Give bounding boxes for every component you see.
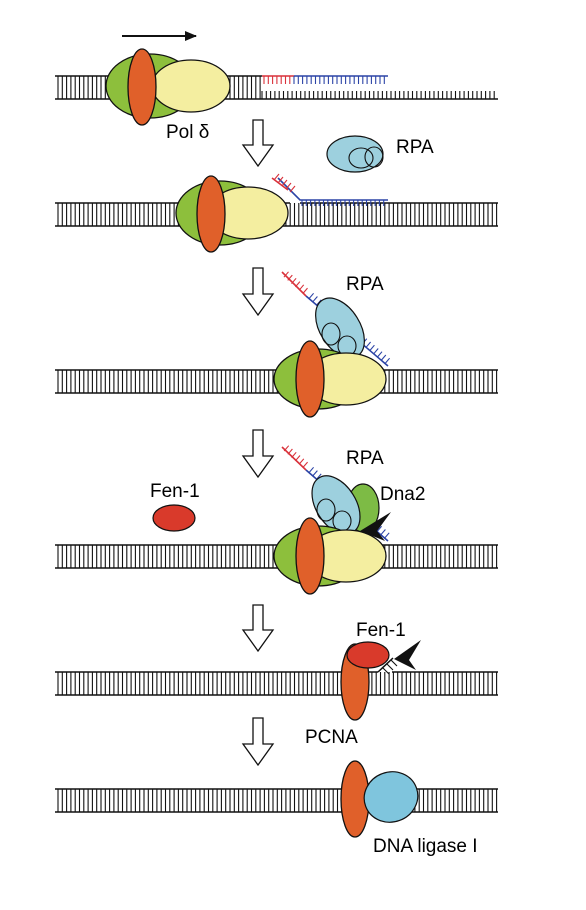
fen1-bound [346,641,390,669]
rpa-label-1: RPA [396,137,434,158]
pcna-label: PCNA [305,727,358,748]
ligase-label: DNA ligase I [373,836,478,857]
pol-delta-label: Pol δ [166,122,209,143]
pcna-clamp [196,175,226,253]
stage-6 [55,760,498,838]
step-arrow-5 [241,717,275,767]
dna-duplex-5 [55,671,498,696]
dna-duplex-6 [55,788,498,813]
stage-1: Pol δ [55,48,498,143]
stage-2 [55,173,498,253]
pol-delta-yellow-subunit [151,59,231,113]
stage-4 [55,445,498,595]
stage-3 [55,271,498,418]
fen1-label-bound: Fen-1 [356,620,406,641]
fen1-free [152,504,196,532]
dna-ligase-i [363,771,419,823]
rpa-label-3: RPA [346,448,384,469]
pcna-clamp [295,517,325,595]
step-arrow-3 [241,429,275,479]
stage-5 [55,640,498,721]
step-arrow-4 [241,604,275,653]
cleavage-arrowhead [360,512,391,541]
fen1-label-free: Fen-1 [150,481,200,502]
step-arrows [241,119,275,767]
pcna-clamp [295,340,325,418]
flap-stub-5 [377,657,398,675]
pcna-clamp [127,48,157,126]
rpa-free [326,135,384,173]
flap-strand-1 [262,75,388,84]
step-arrow-1 [241,119,275,168]
cleavage-arrowhead [394,640,421,670]
flap-strand-2 [271,173,388,206]
rpa-label-2: RPA [346,274,384,295]
step-arrow-2 [241,267,275,317]
dna2-label: Dna2 [380,484,425,505]
